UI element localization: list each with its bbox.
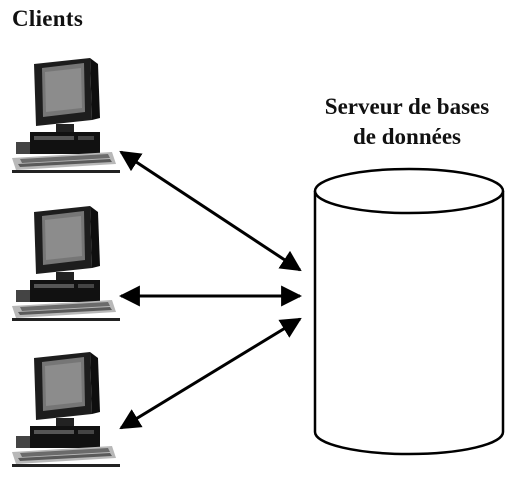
- clients-title: Clients: [12, 6, 84, 31]
- database-cylinder-icon: [313, 167, 505, 456]
- computer-icon: [12, 352, 120, 467]
- connection-arrow-3: [119, 317, 302, 430]
- client-computer-2: [12, 206, 120, 321]
- server-title: Serveur de bases de données: [302, 92, 512, 152]
- client-computer-3: [12, 352, 120, 467]
- computer-icon: [12, 58, 120, 173]
- computer-icon: [12, 206, 120, 321]
- server-title-line-1: Serveur de bases: [324, 94, 490, 119]
- server-title-line-2: de données: [353, 124, 461, 149]
- client-computer-1: [12, 58, 120, 173]
- connection-arrow-1: [119, 150, 302, 272]
